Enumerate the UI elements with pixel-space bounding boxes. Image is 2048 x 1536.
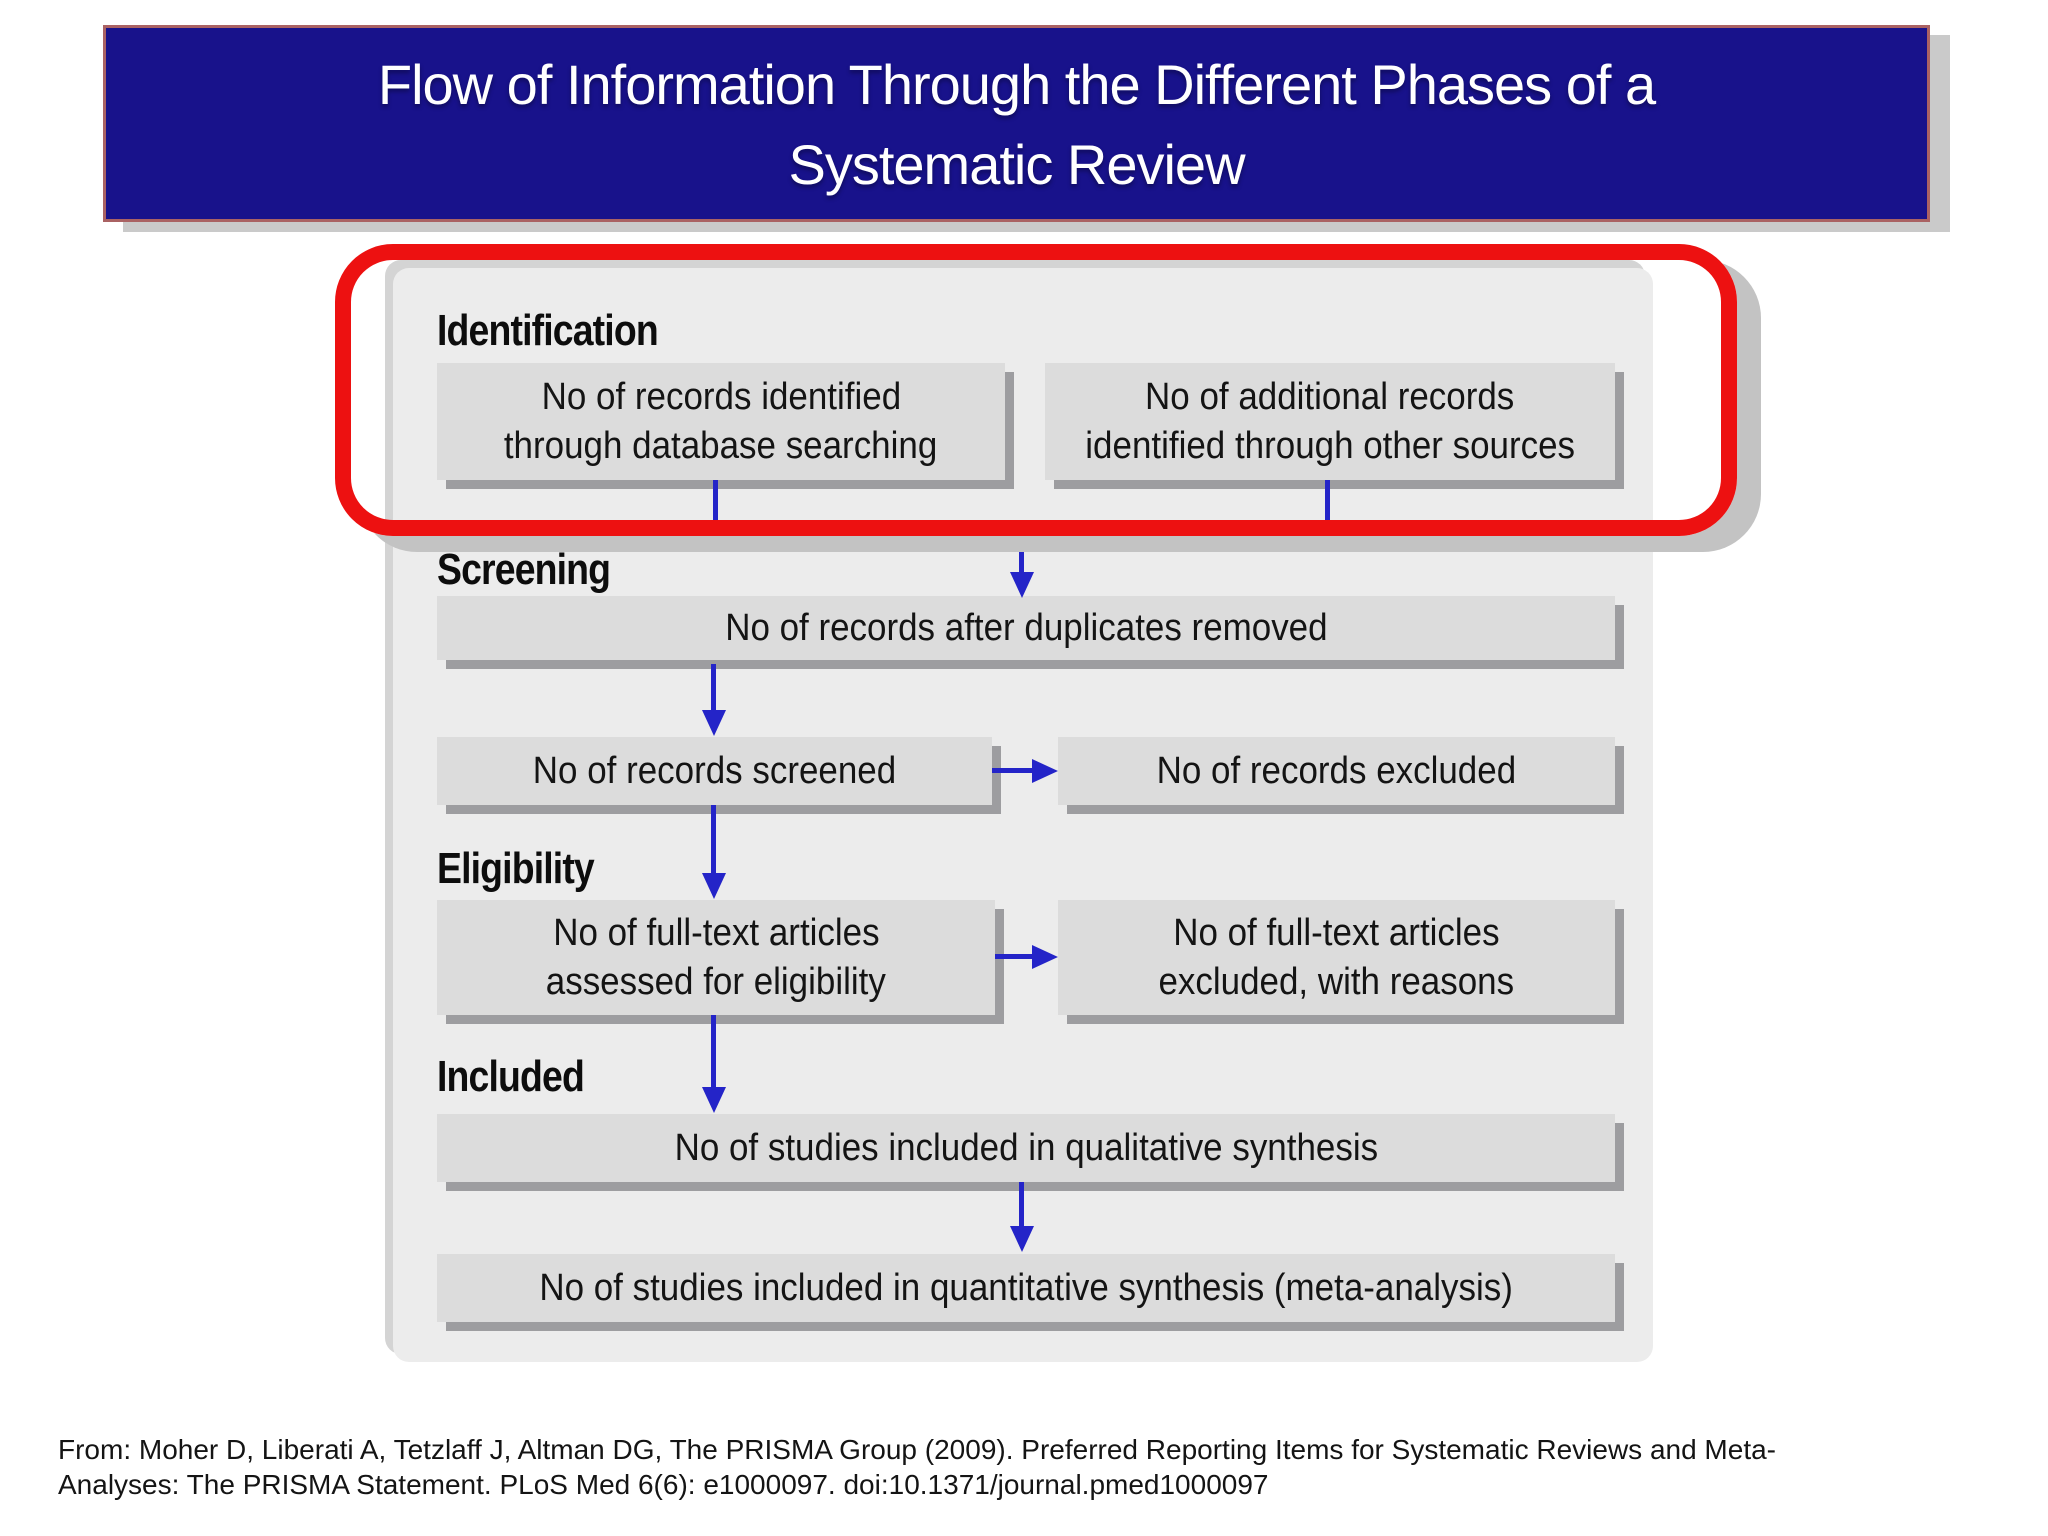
- phase-label-identification: Identification: [437, 306, 659, 355]
- box-fulltext-assessed-line2: assessed for eligibility: [545, 960, 887, 1003]
- box-fulltext-excluded-line1: No of full-text articles: [1173, 911, 1500, 954]
- arrow-down-icon: [1010, 1226, 1034, 1252]
- arrow-shaft: [711, 805, 716, 877]
- box-additional-records-line2: identified through other sources: [1085, 424, 1575, 467]
- slide-title-line2: Systematic Review: [788, 132, 1245, 196]
- arrow-right-icon: [1032, 759, 1058, 783]
- box-fulltext-assessed: No of full-text articles assessed for el…: [437, 900, 995, 1015]
- box-records-screened: No of records screened: [437, 737, 992, 805]
- box-qualitative-synthesis: No of studies included in qualitative sy…: [437, 1114, 1615, 1182]
- box-records-identified: No of records identified through databas…: [437, 363, 1005, 480]
- arrow-shaft: [1019, 540, 1024, 576]
- connector-additional-down: [1325, 480, 1330, 530]
- arrow-down-icon: [1010, 572, 1034, 598]
- arrow-to-duplicates-removed: [1010, 540, 1034, 598]
- arrow-shaft: [995, 954, 1036, 959]
- arrow-to-quantitative: [1010, 1182, 1034, 1252]
- arrow-shaft: [992, 768, 1036, 773]
- arrow-down-icon: [702, 873, 726, 899]
- box-records-excluded-line1: No of records excluded: [1156, 749, 1517, 792]
- connector-identified-down: [713, 480, 718, 530]
- arrow-to-fulltext-assessed: [702, 805, 726, 899]
- arrow-to-records-excluded: [992, 759, 1058, 783]
- box-additional-records: No of additional records identified thro…: [1045, 363, 1615, 480]
- phase-label-included: Included: [437, 1052, 585, 1101]
- arrow-to-fulltext-excluded: [995, 945, 1058, 969]
- box-records-identified-line2: through database searching: [504, 424, 938, 467]
- arrow-right-icon: [1032, 945, 1058, 969]
- arrow-to-qualitative: [702, 1015, 726, 1113]
- box-qualitative-synthesis-line1: No of studies included in qualitative sy…: [674, 1126, 1378, 1169]
- title-banner: Flow of Information Through the Differen…: [103, 25, 1930, 222]
- box-fulltext-excluded-line2: excluded, with reasons: [1158, 960, 1515, 1003]
- phase-label-screening: Screening: [437, 545, 611, 594]
- box-records-excluded: No of records excluded: [1058, 737, 1615, 805]
- box-records-identified-line1: No of records identified: [541, 375, 901, 418]
- box-quantitative-synthesis-line1: No of studies included in quantitative s…: [539, 1266, 1513, 1309]
- arrow-to-records-screened: [702, 664, 726, 736]
- connector-shaft: [713, 480, 718, 530]
- arrow-down-icon: [702, 710, 726, 736]
- box-quantitative-synthesis: No of studies included in quantitative s…: [437, 1254, 1615, 1322]
- box-fulltext-assessed-line1: No of full-text articles: [552, 911, 880, 954]
- box-additional-records-line1: No of additional records: [1145, 375, 1515, 418]
- arrow-shaft: [711, 664, 716, 714]
- citation-line1: From: Moher D, Liberati A, Tetzlaff J, A…: [58, 1434, 1777, 1465]
- connector-shaft: [1325, 480, 1330, 530]
- box-fulltext-excluded: No of full-text articles excluded, with …: [1058, 900, 1615, 1015]
- box-records-screened-line1: No of records screened: [532, 749, 897, 792]
- arrow-shaft: [1019, 1182, 1024, 1230]
- arrow-down-icon: [702, 1087, 726, 1113]
- arrow-shaft: [711, 1015, 716, 1091]
- box-duplicates-removed: No of records after duplicates removed: [437, 596, 1615, 660]
- phase-label-eligibility: Eligibility: [437, 844, 595, 893]
- citation-line2: Analyses: The PRISMA Statement. PLoS Med…: [58, 1469, 1269, 1500]
- box-duplicates-removed-line1: No of records after duplicates removed: [724, 606, 1328, 649]
- slide-title-line1: Flow of Information Through the Differen…: [377, 52, 1656, 116]
- citation: From: Moher D, Liberati A, Tetzlaff J, A…: [58, 1432, 1998, 1502]
